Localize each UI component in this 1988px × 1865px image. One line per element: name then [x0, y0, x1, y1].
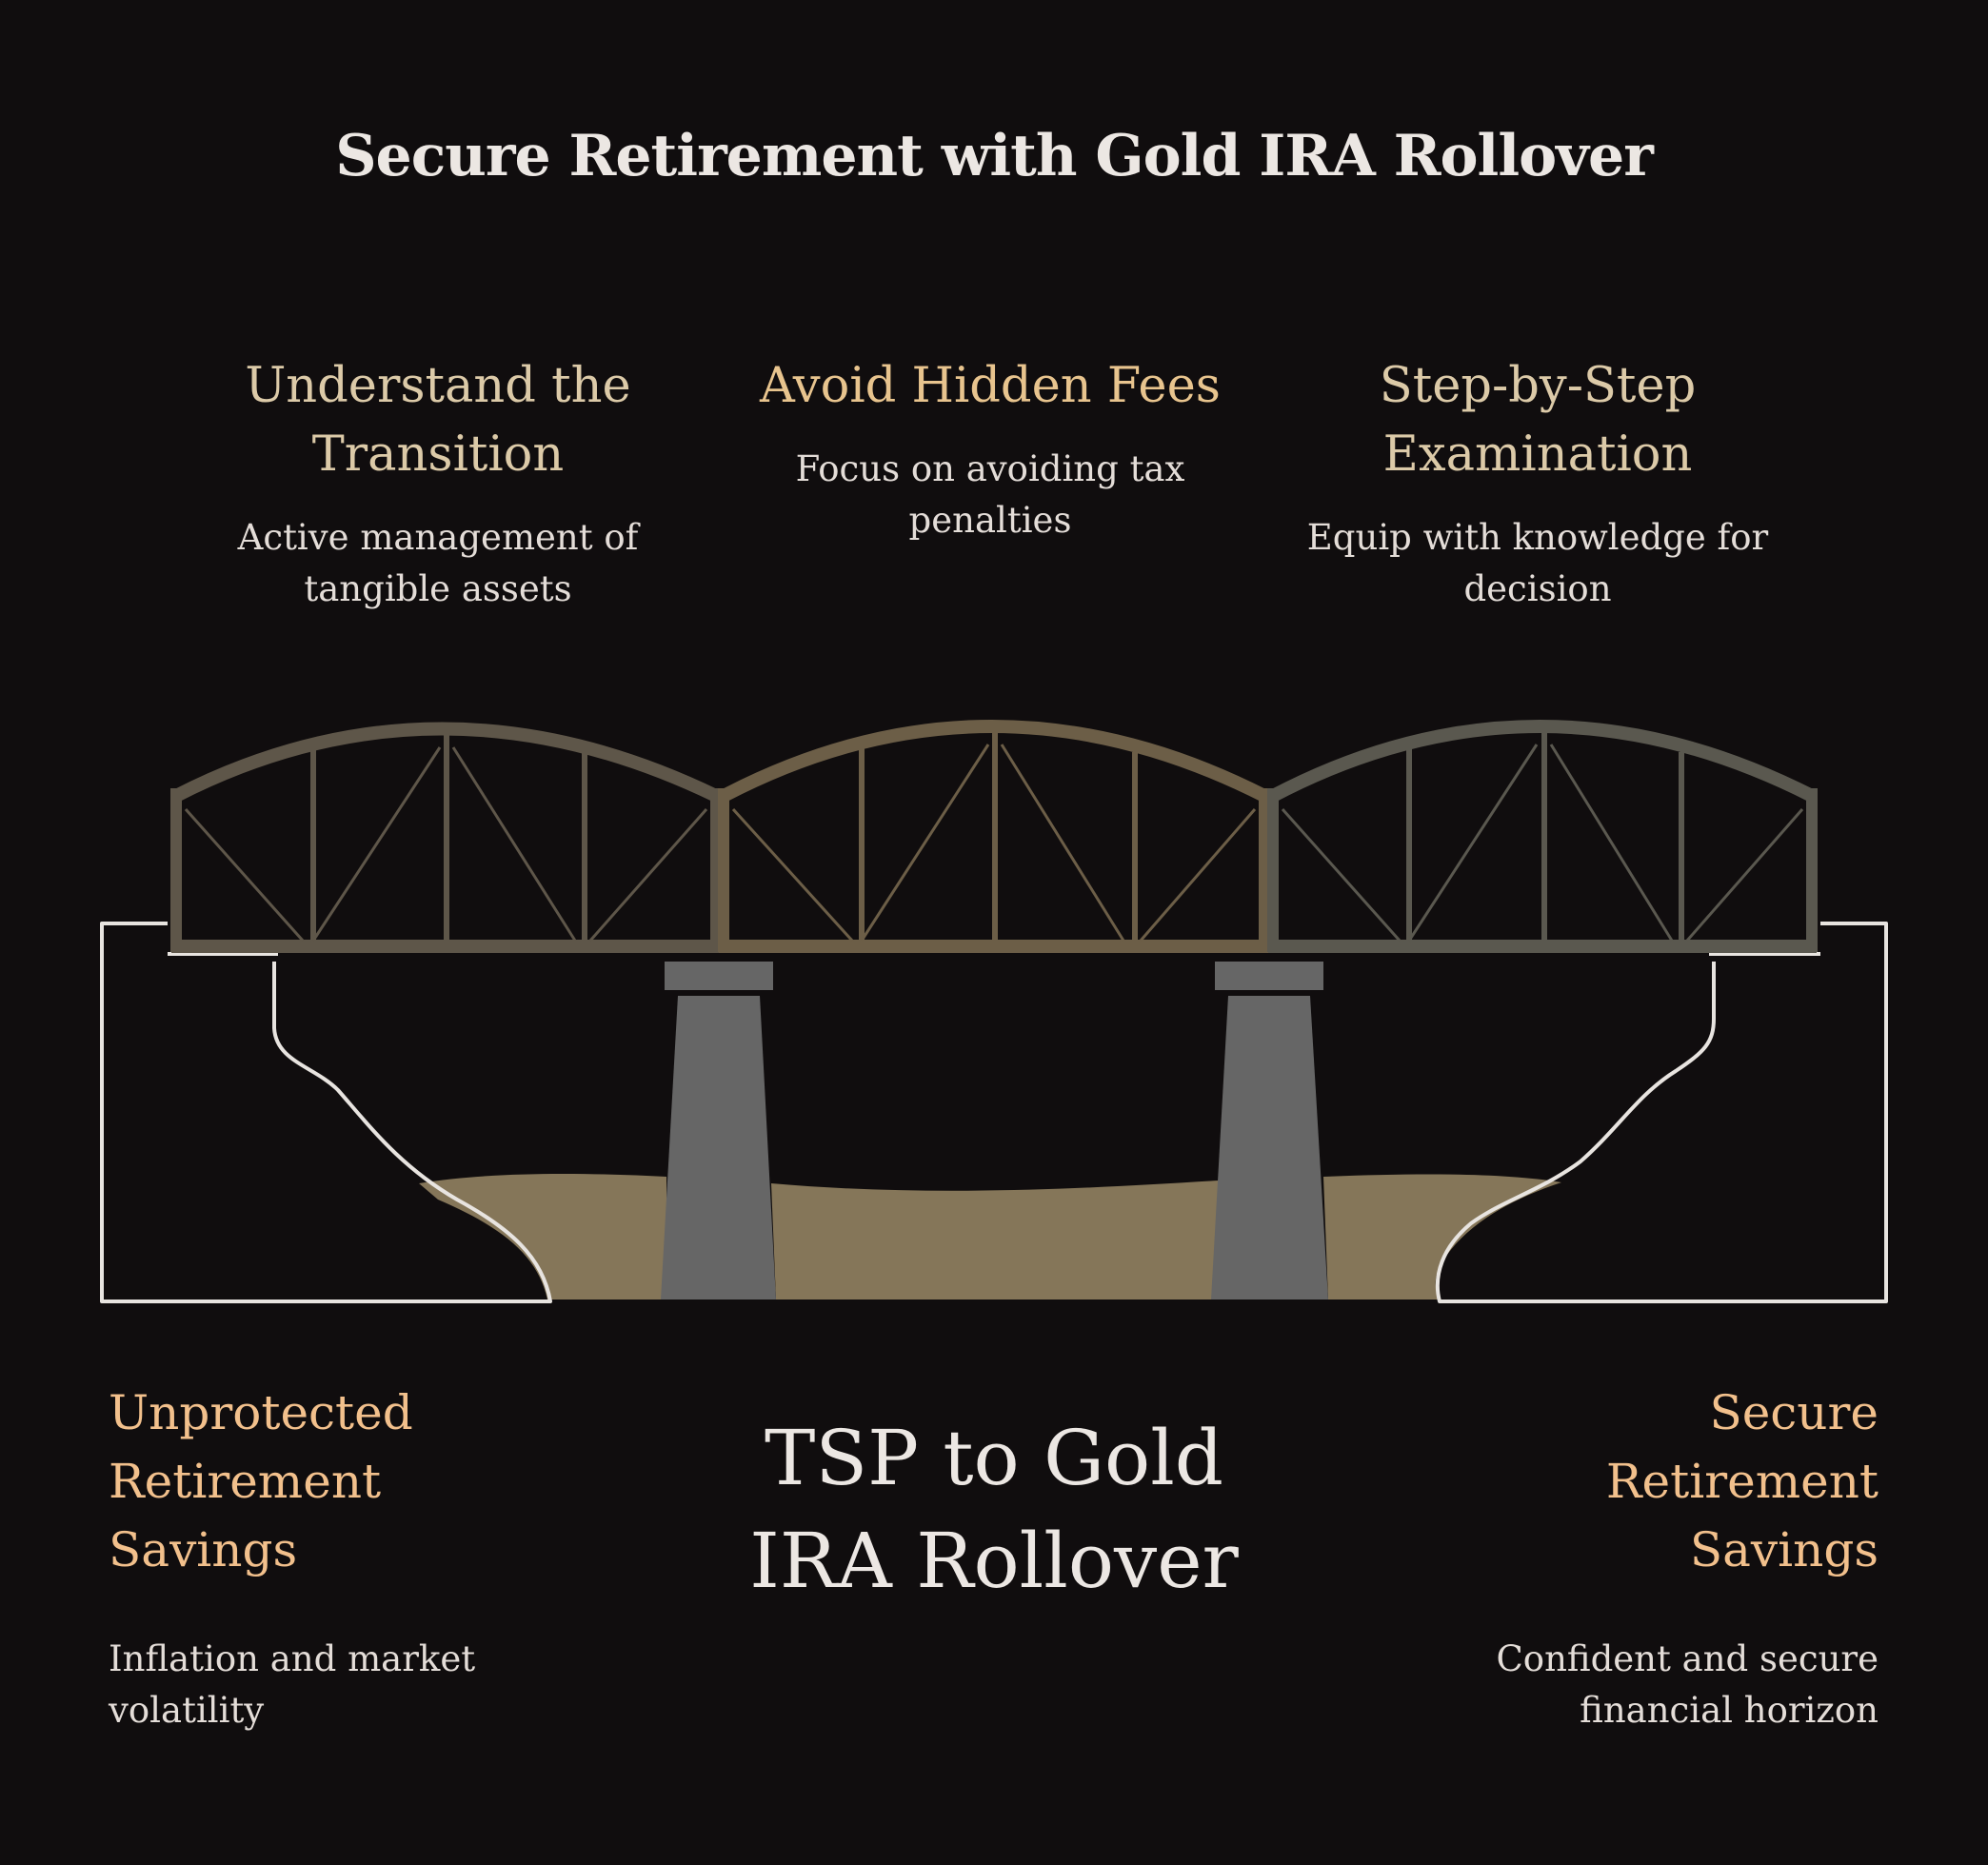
step-description: Focus on avoiding tax penalties [795, 448, 1185, 541]
truss-span-3 [1267, 720, 1818, 953]
start-state: Unprotected Retirement Savings Inflation… [109, 1379, 547, 1736]
step-card-fees: Avoid Hidden Fees Focus on avoiding tax … [733, 352, 1247, 546]
pier-left [661, 996, 776, 1300]
pier-cap-right [1215, 962, 1323, 990]
step-title: Understand the Transition [245, 358, 631, 483]
left-bank-outline [100, 922, 552, 1303]
end-description: Confident and secure financial horizon [1496, 1638, 1879, 1731]
bridge-illustration [100, 720, 1888, 1303]
pier-right [1211, 996, 1328, 1300]
truss-span-1 [170, 722, 722, 953]
right-bank-outline [1435, 922, 1888, 1303]
pier-cap-left [665, 962, 773, 990]
start-title: Unprotected Retirement Savings [109, 1385, 413, 1577]
page-title: Secure Retirement with Gold IRA Rollover [335, 123, 1654, 189]
step-card-understand: Understand the Transition Active managem… [186, 352, 690, 615]
step-description: Equip with knowledge for decision [1306, 517, 1769, 609]
end-state: Secure Retirement Savings Confident and … [1441, 1379, 1879, 1736]
ground [419, 1173, 666, 1300]
truss-span-2 [718, 720, 1270, 953]
end-title: Secure Retirement Savings [1605, 1385, 1879, 1577]
step-description: Active management of tangible assets [237, 517, 639, 609]
step-card-examination: Step-by-Step Examination Equip with know… [1281, 352, 1795, 615]
step-title: Step-by-Step Examination [1379, 358, 1697, 483]
center-label: TSP to Gold IRA Rollover [749, 1414, 1239, 1605]
step-title: Avoid Hidden Fees [760, 358, 1221, 414]
ground [771, 1181, 1219, 1300]
start-description: Inflation and market volatility [109, 1638, 476, 1731]
